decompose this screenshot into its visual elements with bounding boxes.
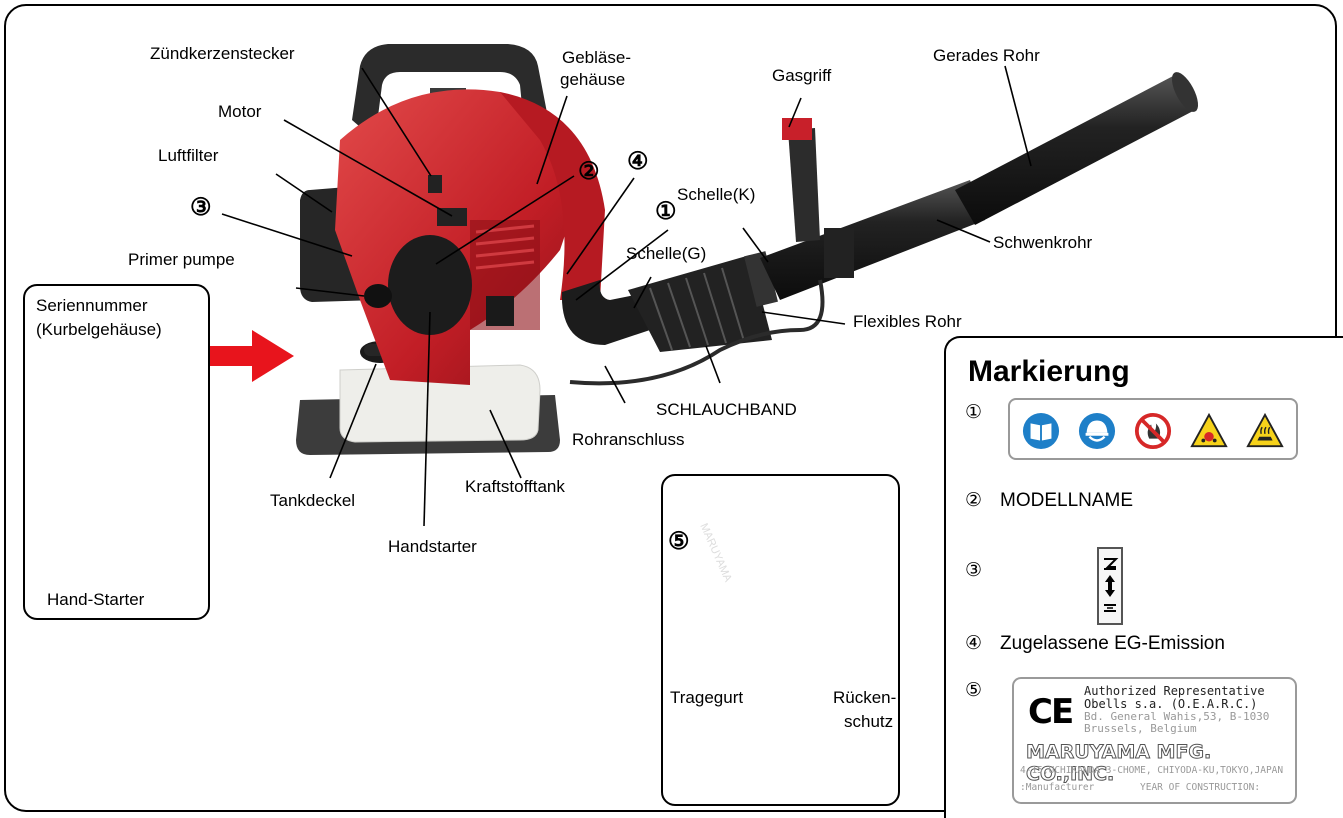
label-luftfilter: Luftfilter [158, 146, 218, 166]
label-flexibles-rohr: Flexibles Rohr [853, 312, 962, 332]
ce-nameplate: CE Authorized Representative Obells s.a.… [1012, 677, 1297, 804]
callout-1: ① [655, 200, 677, 224]
ce-manufacturer: :Manufacturer [1020, 782, 1094, 793]
choke-arrows-icon [1099, 549, 1121, 623]
manual-icon [1022, 412, 1060, 450]
throttle-grip [788, 128, 820, 242]
label-seriennummer: Seriennummer [36, 296, 148, 316]
label-primer-pumpe: Primer pumpe [128, 250, 235, 270]
helmet-icon [1078, 412, 1116, 450]
label-hand-starter: Hand-Starter [47, 590, 144, 610]
callout-3: ③ [190, 196, 212, 220]
primer-pump [364, 284, 392, 308]
red-arrow [204, 330, 294, 382]
marking-n4: ④ [965, 633, 982, 655]
safety-icon-strip [1008, 398, 1298, 460]
label-ruecken-2: schutz [844, 712, 893, 732]
callout-5: ⑤ [668, 530, 690, 554]
straight-tube [955, 75, 1195, 225]
no-fire-icon [1134, 412, 1172, 450]
label-schelle-k: Schelle(K) [677, 185, 755, 205]
label-gasgriff: Gasgriff [772, 66, 831, 86]
marking-item2: MODELLNAME [1000, 490, 1133, 512]
label-motor: Motor [218, 102, 261, 122]
callout-2: ② [578, 160, 600, 184]
label-kurbelgehaeuse: (Kurbelgehäuse) [36, 320, 162, 340]
marking-title: Markierung [968, 355, 1130, 389]
back-view-inset-panel [661, 474, 900, 806]
label-schlauchband: SCHLAUCHBAND [656, 400, 797, 420]
primer-gauge-symbol [1097, 547, 1123, 625]
label-gerades-rohr: Gerades Rohr [933, 46, 1040, 66]
marking-n1: ① [965, 402, 982, 424]
marking-item4: Zugelassene EG-Emission [1000, 633, 1225, 655]
callout-4: ④ [627, 150, 649, 174]
label-geblaese-1: Gebläse- [562, 48, 631, 68]
label-schelle-g: Schelle(G) [626, 244, 706, 264]
warning-debris-icon [1190, 412, 1228, 450]
label-schwenkrohr: Schwenkrohr [993, 233, 1092, 253]
label-ruecken-1: Rücken- [833, 688, 896, 708]
label-tragegurt: Tragegurt [670, 688, 743, 708]
label-zuendkerzenstecker: Zündkerzenstecker [150, 44, 295, 64]
label-geblaese-2: gehäuse [560, 70, 625, 90]
label-kraftstofftank: Kraftstofftank [465, 477, 565, 497]
marking-n2: ② [965, 490, 982, 512]
ce-year: YEAR OF CONSTRUCTION: [1140, 782, 1260, 793]
label-rohranschluss: Rohranschluss [572, 430, 684, 450]
ce-mark: CE [1028, 692, 1072, 732]
warning-hot-icon [1246, 412, 1284, 450]
marking-n3: ③ [965, 560, 982, 582]
ce-company: MARUYAMA MFG. CO.,INC. [1026, 741, 1295, 785]
label-tankdeckel: Tankdeckel [270, 491, 355, 511]
marking-n5: ⑤ [965, 680, 982, 702]
ce-address: 4-15,UCHIKANDA 3-CHOME, CHIYODA-KU,TOKYO… [1020, 765, 1283, 776]
label-handstarter: Handstarter [388, 537, 477, 557]
ce-line4: Brussels, Belgium [1084, 723, 1197, 735]
